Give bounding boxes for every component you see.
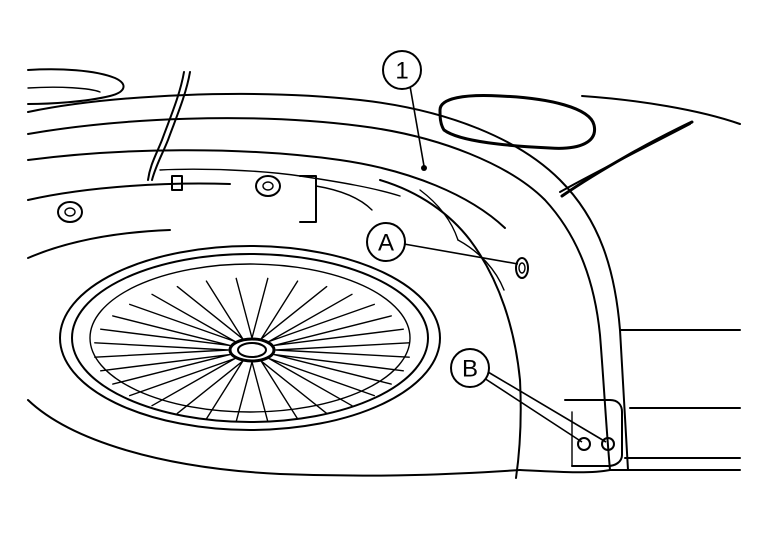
bolts-b [577, 437, 615, 451]
wheel-spoke [268, 293, 375, 343]
wheel-spoke [260, 280, 328, 340]
wheel-spoke [235, 361, 269, 423]
wheel-spoke [275, 342, 410, 358]
callout-1-label: 1 [395, 58, 408, 85]
wheel-spoke [273, 353, 404, 385]
clip-a [515, 257, 529, 279]
wheel-spoke [129, 357, 236, 407]
wheel-spoke [273, 315, 404, 347]
wheel-spoke [100, 353, 231, 385]
spare-wheel [59, 245, 441, 431]
callout-a-label: A [378, 230, 394, 257]
body-panels [27, 68, 741, 479]
wheel-spoke [268, 357, 375, 407]
callout-a: A [366, 222, 519, 265]
callout-1: 1 [382, 50, 427, 171]
wheel-spoke [176, 360, 244, 420]
mounting-studs [57, 175, 373, 223]
wheel-spoke [260, 360, 328, 420]
wheel-hub [228, 337, 276, 363]
access-hole [438, 94, 597, 150]
wheel-spoke [129, 293, 236, 343]
wheel-spoke [94, 342, 229, 358]
wheel-spoke [176, 280, 244, 340]
wheel-spokes [94, 277, 410, 423]
wheel-spoke [235, 277, 269, 339]
callout-b: B [450, 348, 607, 443]
callout-b-label: B [462, 356, 478, 383]
wheel-spoke [100, 315, 231, 347]
